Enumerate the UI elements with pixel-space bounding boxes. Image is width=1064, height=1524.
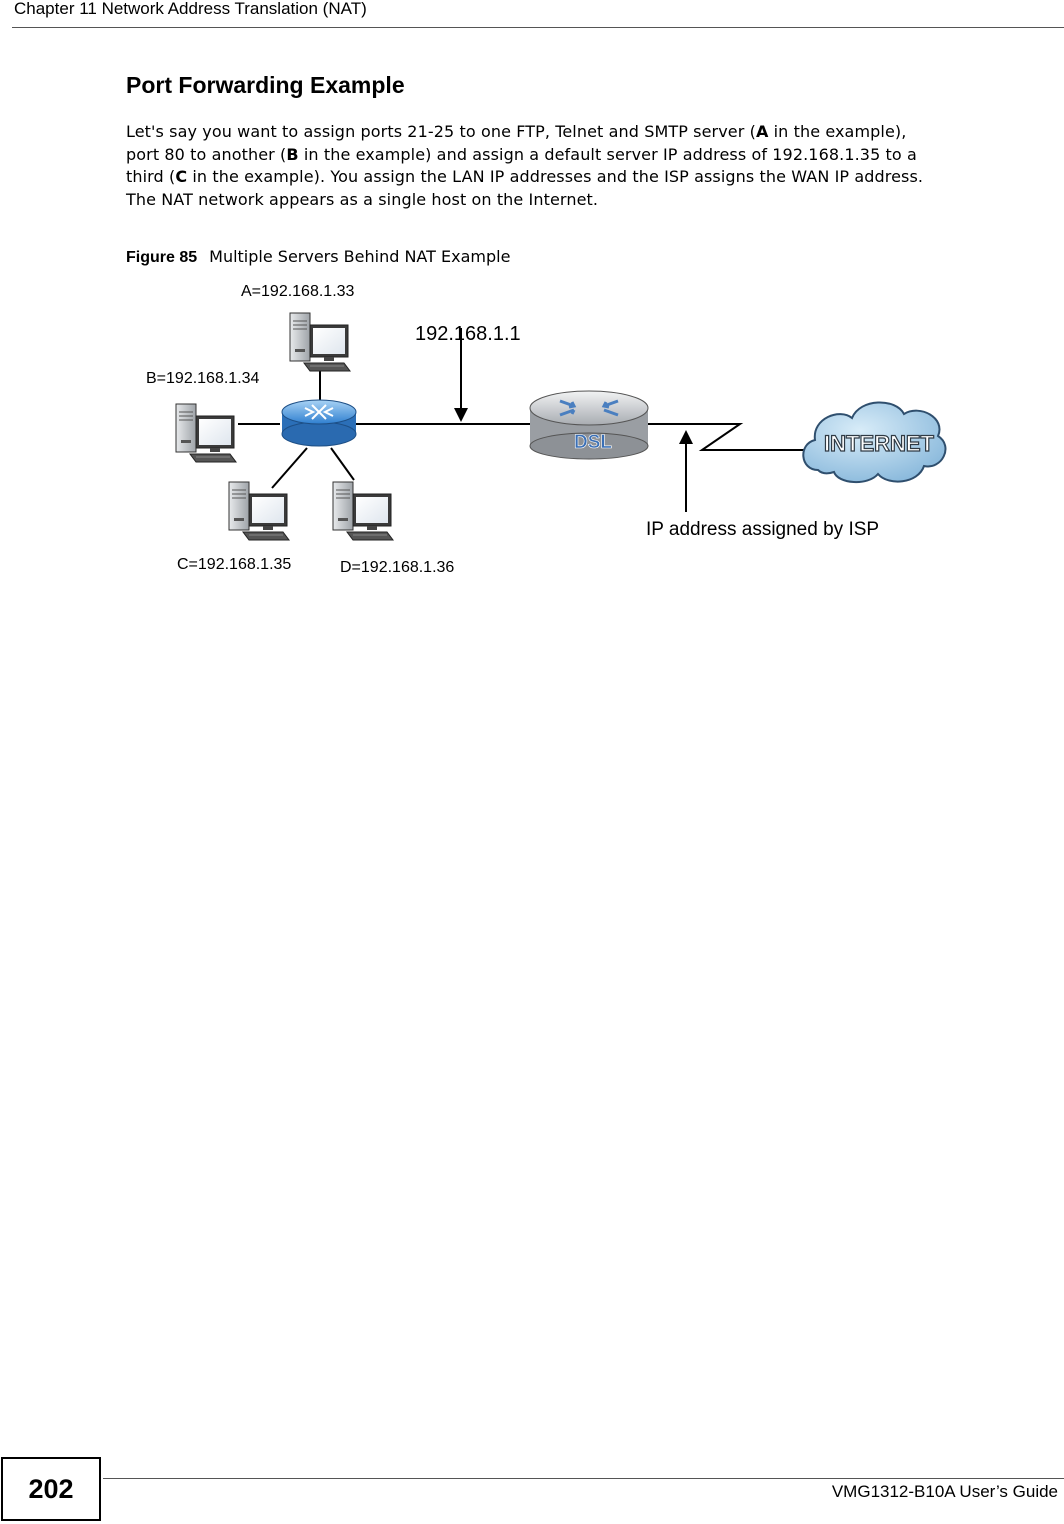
figure-caption: Figure 85 Multiple Servers Behind NAT Exa… xyxy=(126,247,510,268)
switch-icon xyxy=(281,399,357,447)
isp-ip-arrowhead xyxy=(679,430,693,444)
page-number-box: 202 xyxy=(1,1457,101,1521)
server-b-label: B=192.168.1.34 xyxy=(146,370,260,387)
isp-ip-label: IP address assigned by ISP xyxy=(646,519,879,540)
server-c-computer-icon xyxy=(228,481,290,541)
figure-number: Figure 85 xyxy=(126,249,198,266)
bold-server-b: B xyxy=(286,144,299,164)
text-run: in the example), xyxy=(768,122,907,141)
router-brand-label: DSL xyxy=(574,432,612,453)
server-c-label: C=192.168.1.35 xyxy=(177,556,291,573)
network-diagram: DSL INTERNET A=192.168.1.33 B=192.168.1.… xyxy=(146,283,947,576)
chapter-title: Chapter 11 Network Address Translation (… xyxy=(14,0,367,18)
body-paragraph: Let's say you want to assign ports 21-25… xyxy=(126,121,1060,211)
page-header: Chapter 11 Network Address Translation (… xyxy=(12,0,1064,28)
server-a-label: A=192.168.1.33 xyxy=(241,283,355,300)
page-number: 202 xyxy=(28,1473,74,1504)
server-b-computer-icon xyxy=(175,403,237,463)
link-d-switch xyxy=(330,447,355,481)
guide-title: VMG1312-B10A User’s Guide xyxy=(831,1482,1058,1501)
link-router-internet xyxy=(646,423,804,451)
section-heading: Port Forwarding Example xyxy=(126,72,405,98)
text-run: in the example). You assign the LAN IP a… xyxy=(187,167,924,186)
lan-ip-arrowhead xyxy=(454,408,468,422)
server-d-label: D=192.168.1.36 xyxy=(340,559,454,576)
link-c-switch xyxy=(271,447,308,489)
server-a-computer-icon xyxy=(289,312,351,372)
lan-ip-label: 192.168.1.1 xyxy=(415,323,521,345)
server-d-computer-icon xyxy=(332,481,394,541)
paragraph-line-3: third (C in the example). You assign the… xyxy=(126,166,1060,189)
text-run: third ( xyxy=(126,167,176,186)
internet-cloud-icon: INTERNET xyxy=(802,401,947,483)
cloud-label: INTERNET xyxy=(824,431,935,456)
paragraph-line-1: Let's say you want to assign ports 21-25… xyxy=(126,121,1060,144)
paragraph-line-4: The NAT network appears as a single host… xyxy=(126,189,599,209)
text-run: in the example) and assign a default ser… xyxy=(298,144,917,164)
bold-server-c: C xyxy=(175,167,188,186)
dsl-router-icon: DSL xyxy=(529,390,649,460)
text-run: Let's say you want to assign ports 21-25… xyxy=(126,122,756,141)
figure-title: Multiple Servers Behind NAT Example xyxy=(209,247,511,266)
text-run: port 80 to another ( xyxy=(126,144,287,164)
bold-server-a: A xyxy=(755,122,769,141)
paragraph-line-2: port 80 to another (B in the example) an… xyxy=(126,144,1060,167)
footer-rule xyxy=(103,1478,1064,1479)
